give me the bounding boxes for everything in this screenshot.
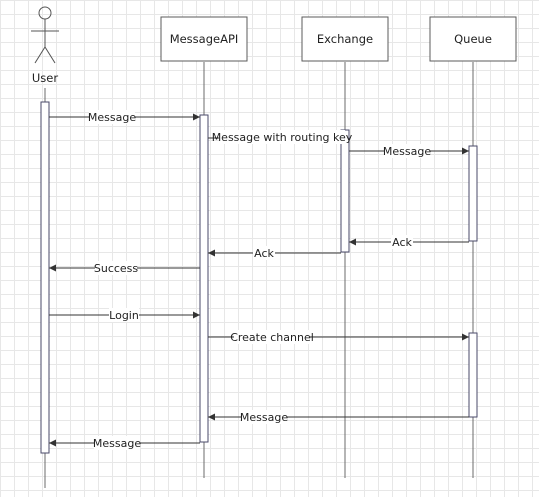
queue-activation-bar-1 [468,145,478,242]
participant-label-message-api: MessageAPI [170,32,239,46]
exchange-activation-bar [340,129,350,253]
participant-box-message-api [160,16,248,62]
message-api-activation-bar [199,114,209,443]
message-label: Message with routing key [212,131,353,144]
participant-box-exchange [301,16,389,62]
actor-label-user: User [32,71,58,85]
participant-label-queue: Queue [454,32,492,46]
message-label: Ack [392,236,412,249]
message-label: Message [383,145,431,158]
message-label: Message [93,437,141,450]
user-activation-bar [40,101,50,454]
message-label: Ack [254,247,274,260]
message-label: Create channel [230,331,314,344]
message-label: Message [88,111,136,124]
message-label: Login [109,309,139,322]
participant-label-exchange: Exchange [317,32,373,46]
message-label: Success [94,262,139,275]
queue-activation-bar-2 [468,332,478,418]
message-label: Message [240,411,288,424]
participant-box-queue [429,16,517,62]
user-actor-icon [31,6,59,64]
